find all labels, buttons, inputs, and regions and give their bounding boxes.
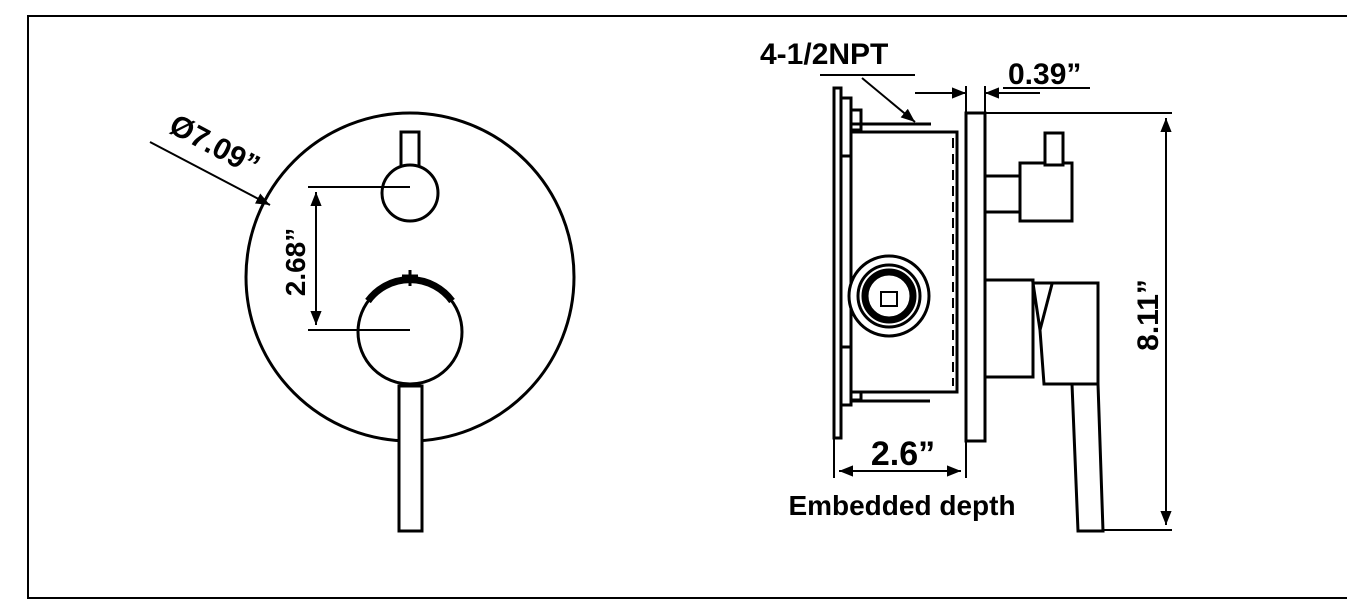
- depth-label: 2.6”: [871, 435, 935, 473]
- threaded-port: [847, 254, 931, 338]
- diverter-knob: [380, 163, 440, 223]
- depth-caption: Embedded depth: [788, 490, 1015, 521]
- cover-plate: [964, 111, 987, 443]
- npt-leader: [861, 77, 916, 123]
- diameter-label: Ø7.09”: [164, 108, 265, 183]
- diverter-knob-side: [1018, 161, 1074, 223]
- lever-handle: [397, 384, 424, 533]
- diameter-leader: [149, 141, 271, 206]
- main-handle-side: [1031, 281, 1100, 386]
- thread-label: 4-1/2NPT: [760, 38, 888, 71]
- lever-side: [1070, 382, 1105, 533]
- drawing-frame: [27, 15, 1347, 599]
- side-view: [820, 74, 1172, 533]
- plate-thickness-label: 0.39”: [1008, 58, 1081, 91]
- spacing-label: 2.68”: [280, 228, 311, 297]
- front-view: [149, 111, 576, 533]
- height-label: 8.11”: [1132, 279, 1165, 351]
- mounting-flange: [832, 86, 843, 440]
